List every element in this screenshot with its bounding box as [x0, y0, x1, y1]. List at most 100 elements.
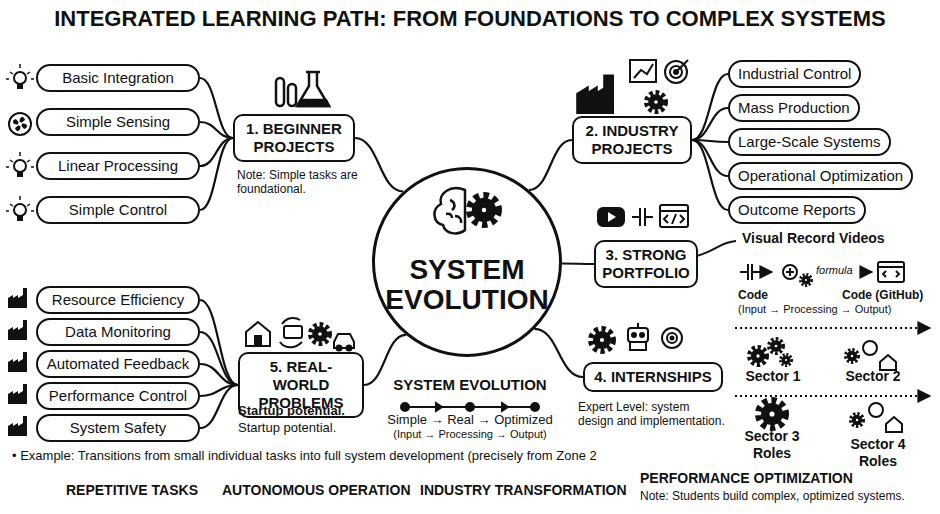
sector-icons-part [851, 414, 864, 427]
topic-pill: Data Monitoring [36, 318, 200, 346]
node-text: Industrial Control [738, 64, 851, 84]
internship-icons-part [628, 328, 648, 342]
sector-label: Sector 2 [838, 368, 908, 385]
real-world-factories-part [8, 320, 27, 340]
sector-icons [749, 339, 902, 432]
evolution-track-part [401, 403, 409, 411]
topic-pill: Mass Production [728, 94, 860, 122]
node-text: Data Monitoring [46, 322, 190, 342]
theme-word: AUTONOMOUS OPERATION [222, 482, 411, 499]
node-text: Simple Control [46, 200, 190, 220]
portfolio-icons-part [696, 241, 736, 256]
sector-icons-part [880, 355, 896, 370]
note-text: Note: Students build complex, optimized … [640, 489, 905, 503]
connector-line [692, 108, 728, 140]
topic-pill: Automated Feedback [36, 350, 200, 378]
real-world-factories-part [8, 384, 27, 404]
note-text: Note: Simple tasks are foundational. [237, 168, 359, 197]
theme-word: REPETITIVE TASKS [66, 482, 198, 499]
portfolio-icons-part [660, 205, 688, 227]
internship-icons-part [662, 328, 682, 348]
theme-word: INDUSTRY TRANSFORMATION [420, 482, 627, 499]
code-label: Code [738, 288, 768, 302]
flow-caption: (Input → Processing → Output) [738, 303, 891, 316]
real-world-icons-part [310, 324, 329, 343]
lab-flask-icon-part [297, 72, 329, 106]
node-text: 4. INTERNSHIPS [591, 368, 715, 386]
flow-caption: (Input → Processing → Output) [380, 428, 560, 441]
code-label: Code (GitHub) [842, 288, 923, 302]
industry-icons-part [630, 60, 656, 82]
node-text: System Safety [46, 418, 190, 438]
section-heading: SYSTEM EVOLUTION [385, 376, 555, 394]
note-text: Startup potential. [238, 420, 336, 436]
node-text: Resource Efficiency [46, 290, 190, 310]
real-world-factories-part [8, 288, 27, 308]
beginner-icons-part [9, 113, 31, 135]
node-text: Performance Control [46, 386, 190, 406]
real-world-icons-part [337, 346, 342, 351]
record-video-icons-part [783, 265, 797, 279]
connector-line [692, 140, 728, 210]
section-heading: Visual Record Videos [742, 230, 885, 247]
example-text: • Example: Transitions from small indivi… [12, 448, 712, 464]
internship-icons [591, 323, 682, 351]
lab-flask-icon-part [288, 84, 296, 106]
topic-pill: Performance Control [36, 382, 200, 410]
industry-icons [578, 60, 688, 112]
hub-circle: SYSTEM EVOLUTION [372, 167, 562, 357]
node-text: 3. STRONG PORTFOLIO [602, 246, 690, 282]
industry-icons-part [665, 61, 687, 83]
sector-label: Sector 4 Roles [838, 436, 918, 470]
record-video-icons [735, 262, 930, 396]
lab-flask-icon [276, 72, 329, 106]
real-world-icons-part [284, 326, 302, 338]
record-video-icons-part [740, 264, 760, 280]
sector-icons-part [869, 403, 883, 417]
beginner-icons [6, 64, 34, 221]
internship-icons-part [640, 333, 644, 337]
industry-icons-part [646, 92, 665, 111]
diagram-title: INTEGRATED LEARNING PATH: FROM FOUNDATIO… [0, 6, 940, 32]
sector-icons-part [749, 347, 767, 365]
node-text: Linear Processing [46, 156, 190, 176]
internship-icons-part [671, 337, 674, 340]
record-video-icons-part [764, 271, 772, 273]
topic-pill: Basic Integration [36, 64, 200, 92]
brain-gear-icon [434, 188, 498, 233]
node-text: Mass Production [738, 98, 850, 118]
real-world-factories-part [8, 416, 27, 436]
beginner-icons-part [6, 64, 34, 89]
topic-pill: Operational Optimization [728, 162, 913, 190]
real-world-icons [246, 318, 354, 351]
real-world-icons-part [246, 322, 270, 346]
sector-label: Sector 3 Roles [732, 428, 812, 462]
lab-flask-icon-part [276, 78, 284, 106]
connector-line [200, 78, 233, 138]
internship-icons-part [667, 333, 677, 343]
connector-line [562, 262, 594, 265]
topic-pill: Simple Sensing [36, 108, 200, 136]
sector-icons-part [863, 341, 877, 355]
record-video-icons-part [735, 395, 930, 397]
topic-pill: Outcome Reports [728, 196, 866, 224]
sector-icons-part [769, 339, 783, 353]
internship-icons-part [632, 333, 636, 337]
real-world-icons-part [347, 346, 352, 351]
lab-flask-icon-part [299, 100, 329, 106]
node-text: 1. BEGINNER PROJECTS [241, 120, 347, 156]
note-text: Startup potential. [238, 403, 345, 419]
stage-box: 2. INDUSTRY PROJECTS [572, 116, 692, 164]
topic-pill: Linear Processing [36, 152, 200, 180]
internship-icons-part [591, 329, 613, 351]
node-text: Large-Scale Systems [738, 132, 881, 152]
beginner-icons-part [6, 196, 34, 221]
flow-caption: Simple → Real → Optimized [380, 412, 560, 428]
evolution-track-part [466, 403, 474, 411]
portfolio-icons-part [660, 211, 688, 224]
evolution-track-part [436, 403, 508, 411]
portfolio-icons-part [608, 212, 616, 222]
topic-pill: Industrial Control [728, 60, 861, 88]
record-video-icons-part [878, 262, 904, 282]
